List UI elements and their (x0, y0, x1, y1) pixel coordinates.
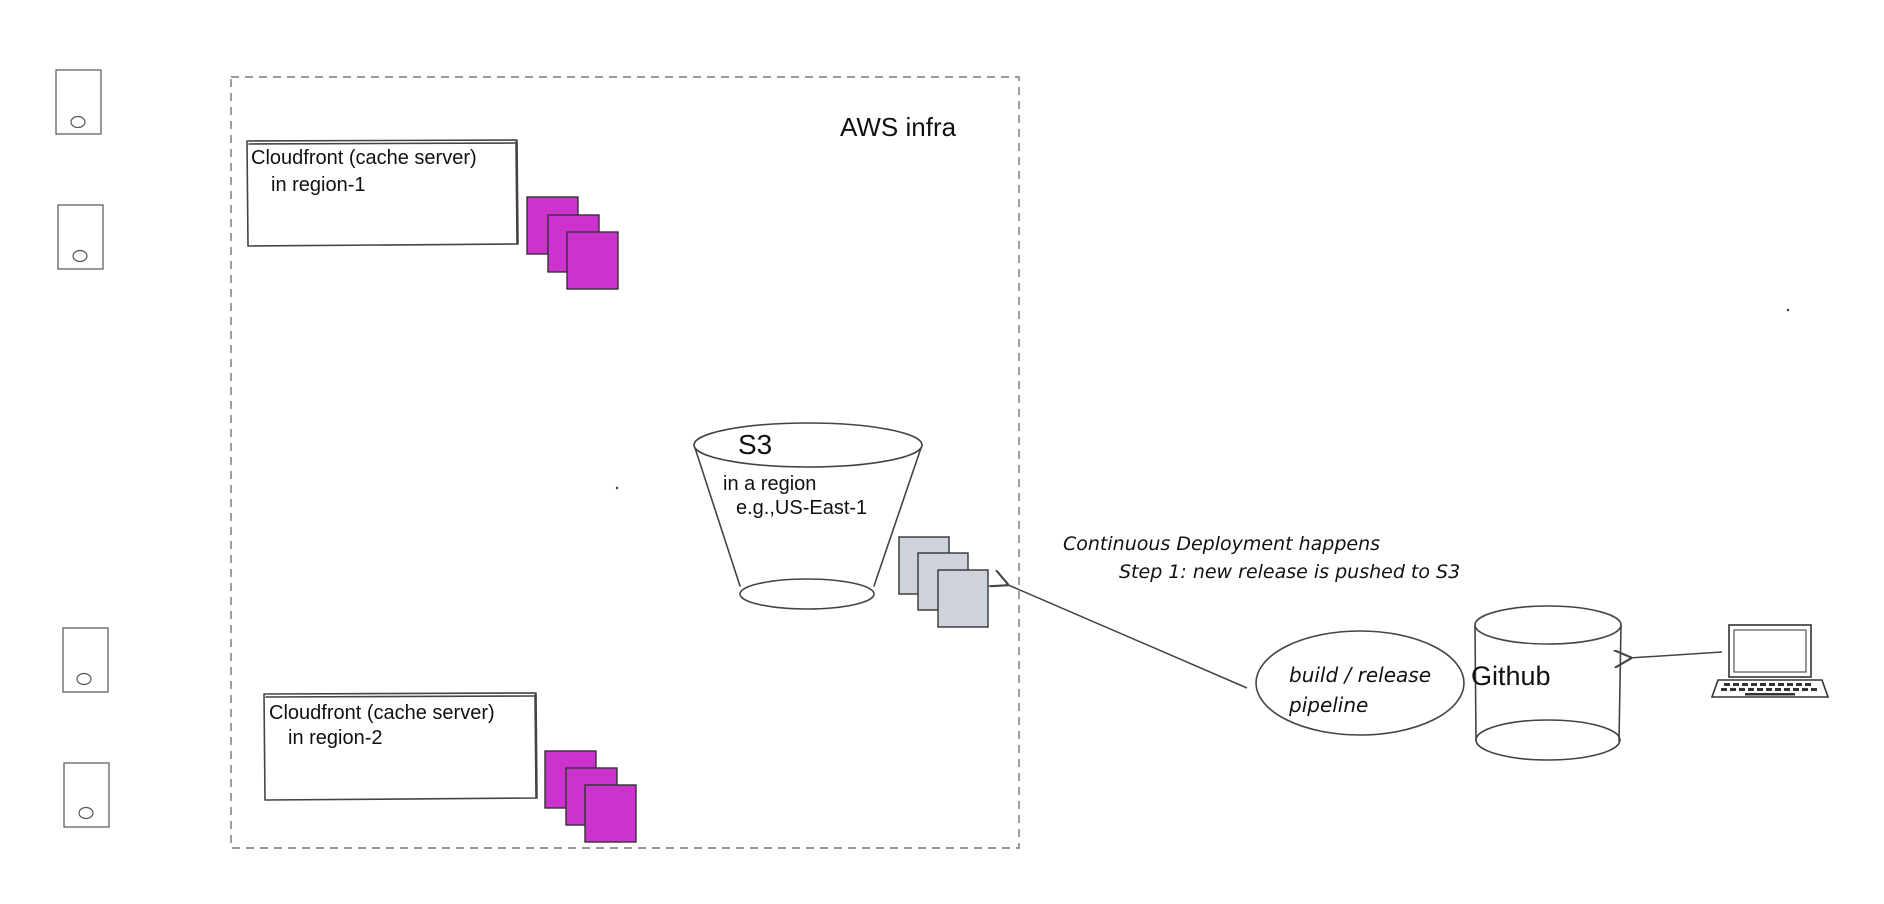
cached-files-region-2 (544, 750, 637, 843)
release-files (898, 536, 989, 628)
s3-bucket: S3 in a region e.g.,US-East-1 (693, 422, 923, 610)
s3-region-example: e.g.,US-East-1 (736, 497, 867, 519)
cloudfront-region-1: Cloudfront (cache server) in region-1 (246, 139, 519, 247)
cloudfront-2-region: in region-2 (288, 727, 383, 749)
s3-title: S3 (738, 429, 772, 460)
cached-files-region-1 (526, 196, 619, 290)
cloudfront-region-2: Cloudfront (cache server) in region-2 (263, 692, 538, 801)
laptop-icon (1710, 624, 1830, 698)
pipeline-line-1: build / release (1289, 663, 1431, 687)
stray-dot (615, 486, 619, 490)
client-device-4 (63, 762, 110, 828)
client-device-2 (57, 204, 104, 270)
github-label: Github (1471, 661, 1551, 691)
build-release-pipeline: build / release pipeline (1255, 630, 1465, 736)
github-repository: Github (1471, 605, 1622, 761)
cloudfront-1-region: in region-1 (271, 174, 366, 196)
pipeline-to-s3-arrow (1006, 584, 1248, 689)
cloudfront-1-title: Cloudfront (cache server) (251, 147, 477, 169)
client-device-1 (55, 69, 102, 135)
aws-infra-boundary (230, 76, 1020, 849)
pipeline-line-2: pipeline (1288, 693, 1368, 717)
annotation-line-2: Step 1: new release is pushed to S3 (1119, 561, 1460, 583)
laptop-to-github-arrow (1629, 652, 1723, 658)
s3-region-line: in a region (723, 473, 816, 495)
stray-dot (1786, 308, 1790, 312)
cloudfront-2-title: Cloudfront (cache server) (269, 702, 495, 724)
aws-infra-label: AWS infra (840, 112, 957, 142)
annotation-line-1: Continuous Deployment happens (1063, 533, 1380, 555)
client-device-3 (62, 627, 109, 693)
